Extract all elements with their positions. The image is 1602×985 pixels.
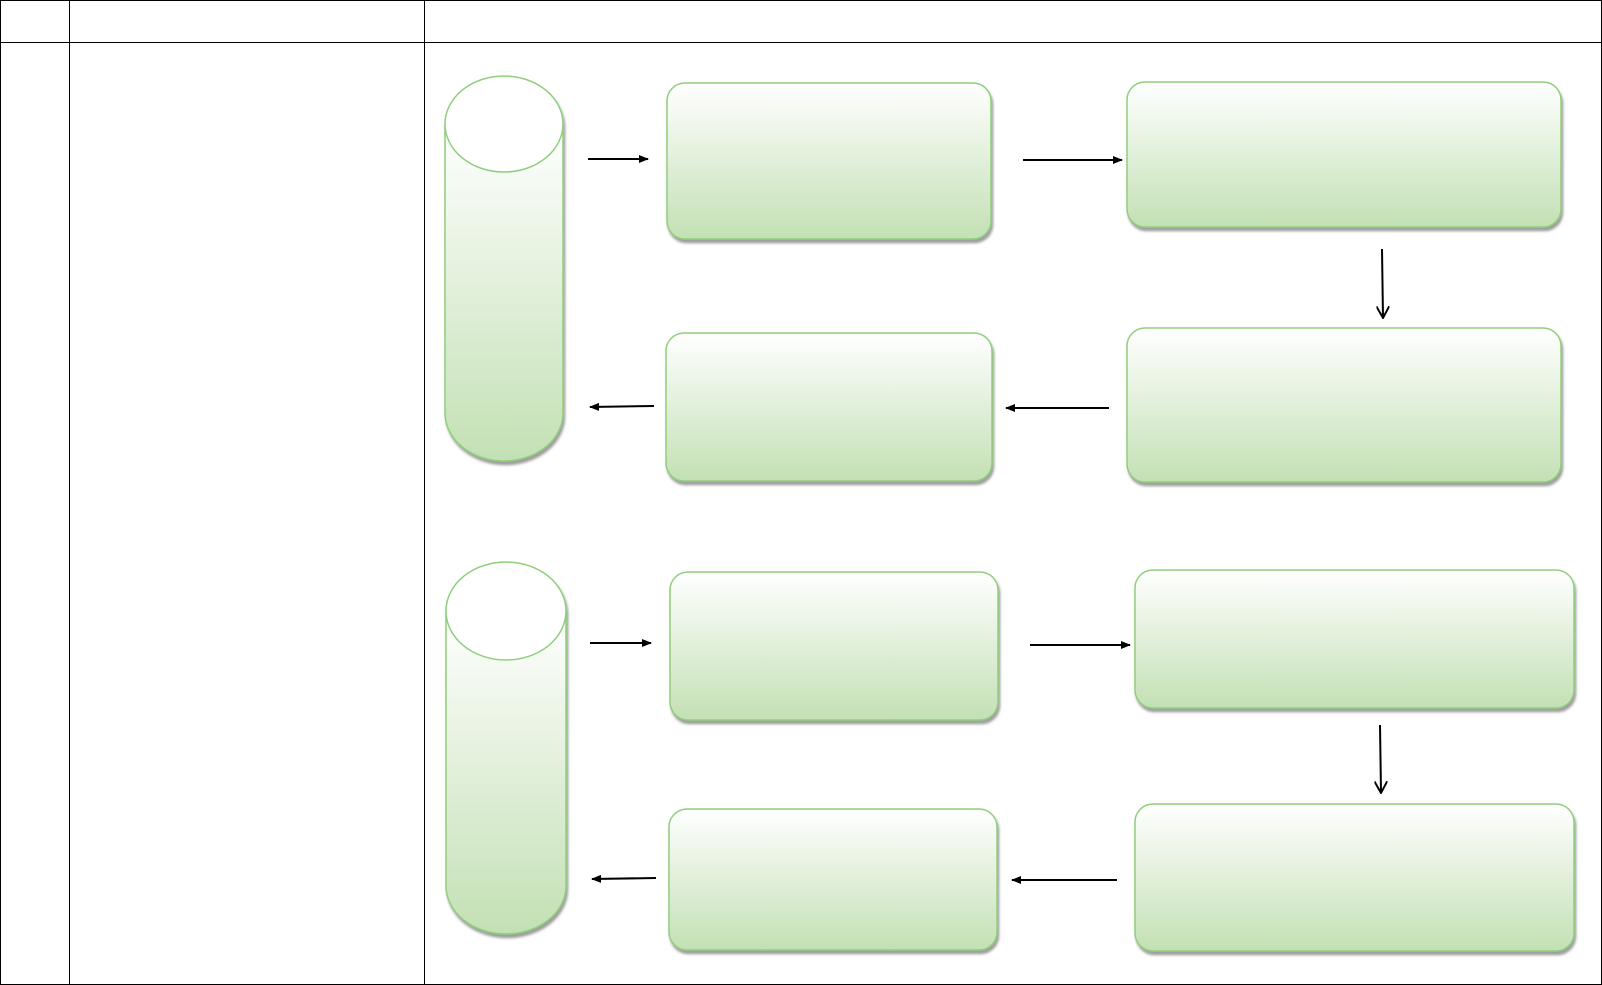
flow2-box-3: [1134, 803, 1575, 952]
flow1-box-4: [665, 332, 993, 482]
flow2-arrow-box2-to-box3: [1380, 724, 1381, 793]
flow2-cylinder: [445, 561, 567, 935]
flow2-box-2: [1134, 569, 1575, 709]
flow2-box-1: [669, 571, 999, 721]
flow1-box-3: [1126, 327, 1562, 483]
flow-2: [445, 561, 1575, 952]
flow1-box-1: [666, 82, 992, 240]
flow-1: [444, 75, 1562, 483]
flow1-cylinder: [444, 75, 564, 462]
flow1-box-2: [1126, 81, 1562, 228]
flow1-arrow-box2-to-box3: [1382, 248, 1383, 318]
flow1-arrow-box4-to-cylinder: [589, 402, 655, 411]
flow2-box-4: [668, 808, 998, 951]
flow2-arrow-box4-to-cylinder: [591, 874, 657, 883]
